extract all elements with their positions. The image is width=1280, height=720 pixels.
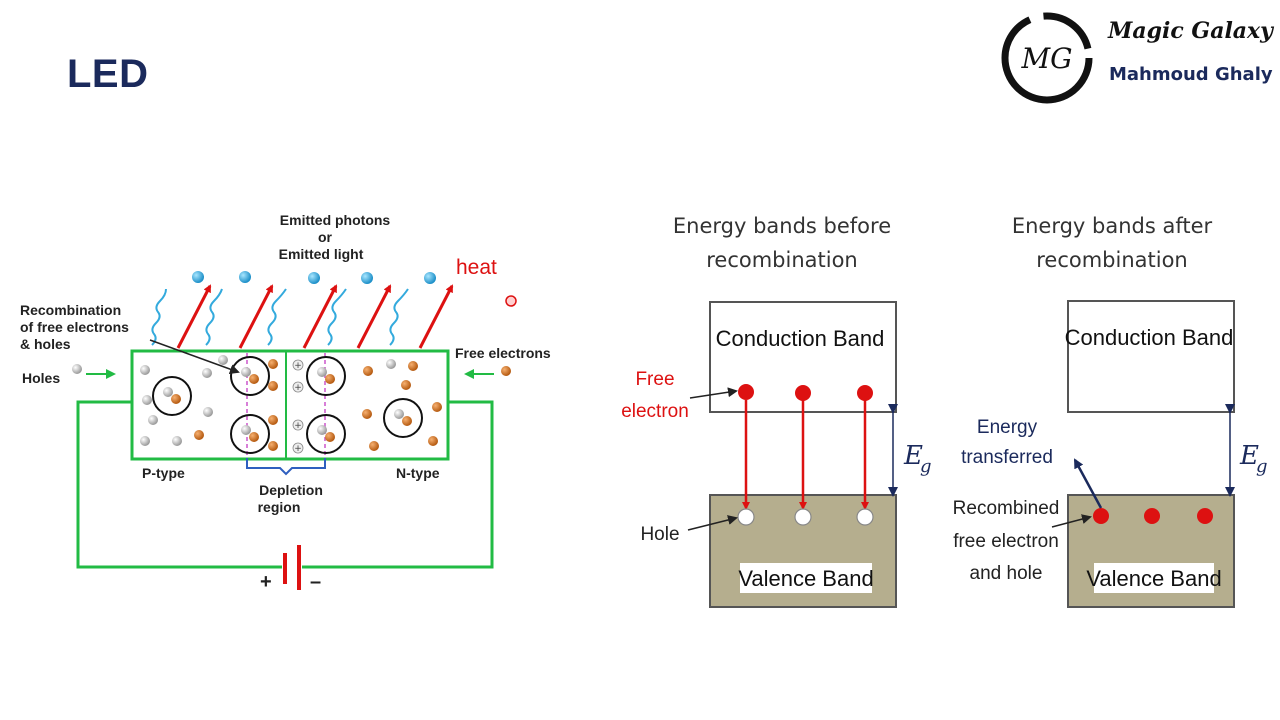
before-valence-label: Valence Band: [738, 566, 873, 591]
p-region-holes: [140, 355, 228, 446]
pn-junction-block: [130, 349, 450, 461]
cursor-dot: [505, 295, 517, 307]
after-title-2: recombination: [1036, 248, 1188, 272]
emitted-label-2: or: [318, 229, 333, 245]
before-holes: [737, 508, 874, 526]
after-eg-label: E: [1239, 441, 1259, 471]
heat-label: heat: [456, 256, 497, 279]
hole-label: Hole: [640, 524, 679, 545]
recombination-pairs: [152, 356, 423, 454]
before-conduction-label: Conduction Band: [716, 326, 885, 351]
after-conduction-band: [1067, 300, 1235, 413]
free-electron-label-1: Free: [635, 369, 674, 390]
logo-monogram: MG: [1020, 42, 1072, 75]
energy-transferred-label-1: Energy: [977, 417, 1038, 438]
free-electron-label-2: electron: [621, 401, 689, 422]
after-recombined-dots: [1093, 508, 1213, 524]
logo-brand: Magic Galaxy: [1108, 18, 1273, 44]
energy-transferred-label-2: transferred: [961, 447, 1053, 468]
battery-plus: +: [260, 571, 272, 593]
p-region-electron: [194, 430, 204, 440]
n-region-hole: [386, 359, 396, 369]
energy-bands-after: Energy bands after recombination Conduct…: [953, 214, 1268, 608]
holes-label: Holes: [22, 370, 60, 386]
svg-text:+: +: [294, 383, 302, 393]
n-region-electrons: [268, 359, 442, 451]
recombined-label-2: free electron: [953, 531, 1059, 552]
hole-pointer: [687, 515, 738, 531]
recombination-label-2: of free electrons: [20, 319, 129, 335]
before-title-1: Energy bands before: [673, 214, 891, 238]
before-transition-arrows: [742, 400, 869, 510]
emitted-label-1: Emitted photons: [280, 212, 391, 228]
depletion-label-2: region: [258, 499, 301, 515]
after-conduction-label: Conduction Band: [1065, 325, 1234, 350]
recombined-label-1: Recombined: [953, 498, 1060, 519]
after-title-1: Energy bands after: [1012, 214, 1213, 238]
p-type-label: P-type: [142, 465, 185, 481]
n-type-label: N-type: [396, 465, 440, 481]
holes-legend-dot: [72, 364, 82, 374]
after-valence-label-bg: [1094, 563, 1214, 593]
photon-particles: [192, 271, 436, 284]
circuit-wire-right: [302, 400, 494, 569]
recombined-label-3: and hole: [970, 563, 1043, 584]
slide-title: LED: [67, 52, 149, 96]
before-electrons: [738, 384, 873, 401]
before-eg-sub: g: [920, 456, 932, 477]
battery-minus: –: [310, 571, 321, 593]
energy-bands-before: Energy bands before recombination Conduc…: [621, 214, 932, 608]
recombination-label-3: & holes: [20, 336, 71, 352]
emitted-label-3: Emitted light: [279, 246, 364, 262]
heat-arrows: [176, 284, 454, 349]
after-valence-label: Valence Band: [1086, 566, 1221, 591]
logo-author: Mahmoud Ghaly: [1109, 64, 1273, 85]
free-electrons-legend-dot: [501, 366, 511, 376]
before-valence-label-bg: [740, 563, 872, 593]
brand-logo: MG Magic Galaxy Mahmoud Ghaly: [998, 6, 1273, 106]
recombination-pointer: [149, 339, 240, 374]
free-electron-pointer: [689, 387, 738, 399]
recombined-pointer: [1051, 514, 1092, 528]
after-eg-sub: g: [1256, 456, 1268, 477]
circuit-wire-left: [76, 400, 282, 569]
recombination-label-1: Recombination: [20, 302, 121, 318]
battery-icon: [283, 545, 301, 590]
photon-emission: [151, 288, 409, 346]
svg-text:+: +: [294, 361, 302, 371]
energy-transferred-arrow: [1073, 458, 1103, 509]
svg-text:+: +: [294, 444, 302, 454]
before-title-2: recombination: [706, 248, 858, 272]
led-junction-diagram: + –: [20, 212, 551, 593]
before-eg-label: E: [903, 441, 923, 471]
logo-ring-icon: MG: [1001, 12, 1093, 104]
depletion-label-1: Depletion: [259, 482, 323, 498]
depletion-brace: [246, 458, 326, 476]
depletion-ions: + + + +: [292, 359, 304, 454]
free-electrons-label: Free electrons: [455, 345, 551, 361]
svg-text:+: +: [294, 421, 302, 431]
